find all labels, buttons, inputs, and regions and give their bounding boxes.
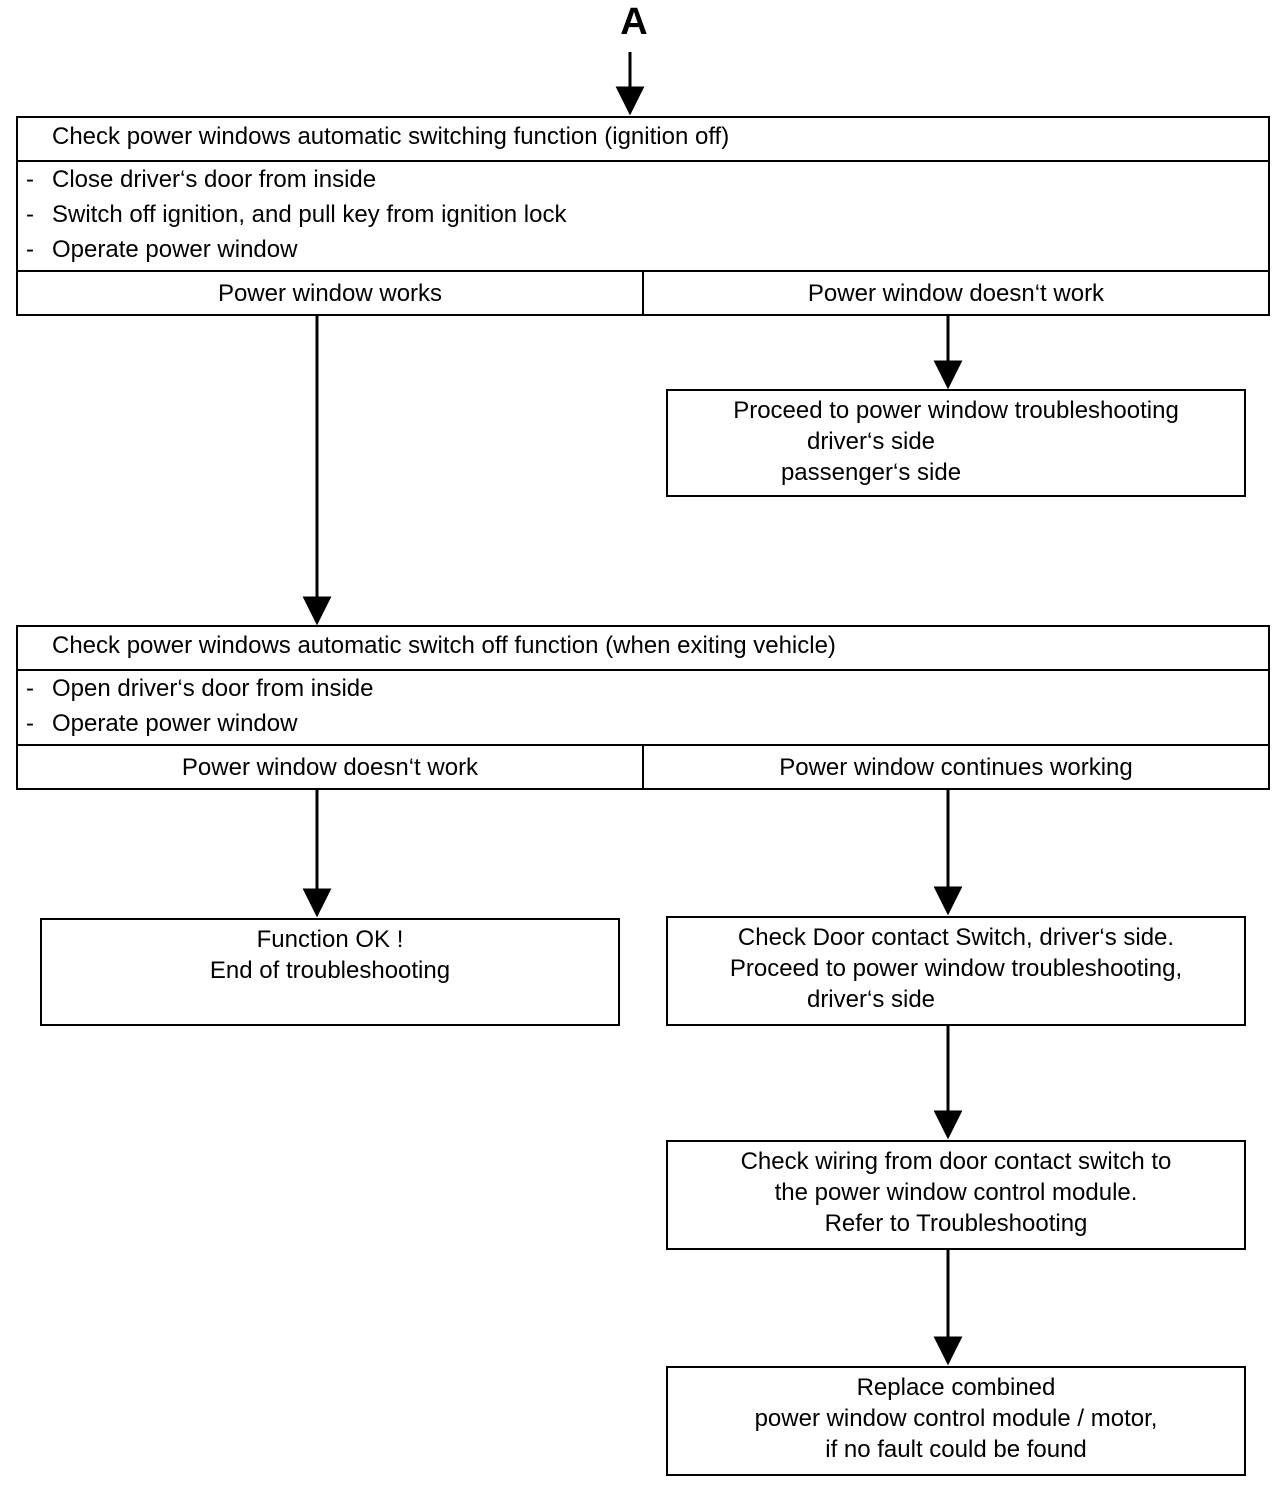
replace-line: power window control module / motor, bbox=[754, 1405, 1158, 1432]
check-switch-off-function-steps: -Open driver‘s door from inside -Operate… bbox=[18, 671, 1268, 741]
outcome-power-window-continues-working: Power window continues working bbox=[642, 746, 1268, 788]
door-contact-line: Check Door contact Switch, driver‘s side… bbox=[737, 924, 1175, 951]
check-door-contact-box: Check Door contact Switch, driver‘s side… bbox=[666, 916, 1246, 1026]
check-switch-off-function-title: Check power windows automatic switch off… bbox=[18, 627, 1268, 671]
outcome-power-window-works: Power window works bbox=[217, 279, 443, 307]
proceed-line: Proceed to power window troubleshooting bbox=[733, 397, 1179, 424]
step-item: -Close driver‘s door from inside bbox=[26, 166, 377, 193]
step-item: -Open driver‘s door from inside bbox=[26, 675, 374, 702]
step-item: -Switch off ignition, and pull key from … bbox=[26, 201, 567, 228]
check-switching-outcomes: Power window works Power window doesn‘t … bbox=[18, 270, 1268, 314]
door-contact-line: driver‘s side bbox=[806, 986, 936, 1013]
check-switching-function-steps: -Close driver‘s door from inside -Switch… bbox=[18, 162, 1268, 267]
replace-line: Replace combined bbox=[856, 1374, 1056, 1401]
outcome-power-window-doesnt-work: Power window doesn‘t work bbox=[181, 753, 479, 781]
step-item: -Operate power window bbox=[26, 710, 298, 737]
replace-module-box: Replace combined power window control mo… bbox=[666, 1366, 1246, 1476]
function-ok-line: End of troubleshooting bbox=[209, 957, 451, 984]
check-switch-off-outcomes: Power window doesn‘t work Power window c… bbox=[18, 744, 1268, 788]
function-ok-box: Function OK ! End of troubleshooting bbox=[40, 918, 620, 1026]
wiring-line: the power window control module. bbox=[774, 1179, 1138, 1206]
proceed-troubleshooting-box: Proceed to power window troubleshooting … bbox=[666, 389, 1246, 497]
replace-line: if no fault could be found bbox=[825, 1436, 1087, 1463]
check-wiring-box: Check wiring from door contact switch to… bbox=[666, 1140, 1246, 1250]
check-switching-function-title: Check power windows automatic switching … bbox=[18, 118, 1268, 162]
wiring-line: Refer to Troubleshooting bbox=[824, 1210, 1088, 1237]
outcome-power-window-doesnt-work: Power window doesn‘t work bbox=[642, 272, 1268, 314]
check-switching-function-box: Check power windows automatic switching … bbox=[16, 116, 1270, 316]
door-contact-line: Proceed to power window troubleshooting, bbox=[729, 955, 1183, 982]
proceed-line: driver‘s side bbox=[806, 428, 936, 455]
start-label: A bbox=[620, 1, 648, 43]
step-item: -Operate power window bbox=[26, 236, 298, 263]
function-ok-line: Function OK ! bbox=[256, 926, 404, 953]
proceed-line: passenger‘s side bbox=[780, 459, 962, 486]
wiring-line: Check wiring from door contact switch to bbox=[740, 1148, 1172, 1175]
check-switch-off-function-box: Check power windows automatic switch off… bbox=[16, 625, 1270, 790]
